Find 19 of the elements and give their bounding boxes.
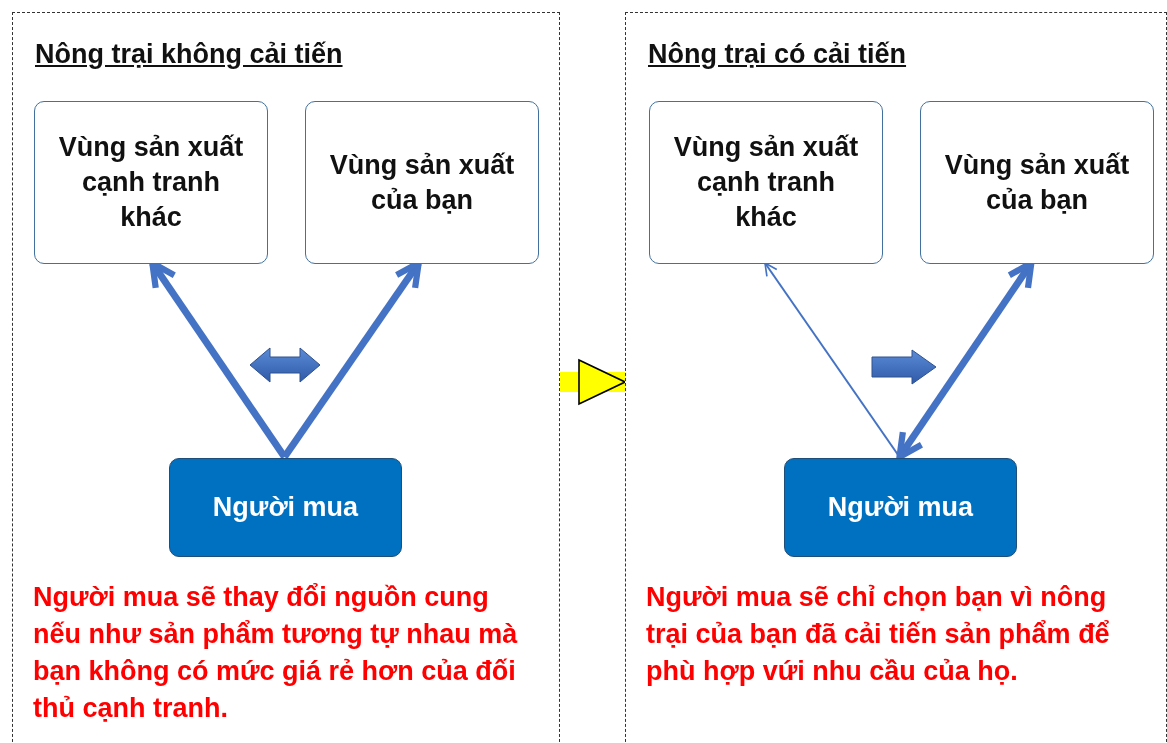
dashed-panel — [12, 12, 560, 743]
buyer-box — [169, 458, 402, 557]
box-label: Vùng sản xuất của bạn — [328, 148, 516, 217]
panel-heading: Nông trại không cải tiến — [35, 39, 343, 70]
box-label: Vùng sản xuất cạnh tranh khác — [672, 131, 860, 234]
region-box — [920, 101, 1154, 264]
box-label: Vùng sản xuất của bạn — [943, 148, 1131, 217]
block-arrow — [560, 359, 626, 405]
buyer-box — [784, 458, 1017, 557]
box-label: Vùng sản xuất cạnh tranh khác — [57, 131, 245, 234]
box-label: Người mua — [211, 491, 360, 524]
region-box — [305, 101, 539, 264]
note-text: Người mua sẽ chỉ chọn bạn vì nông trại của bạn đã cải tiến sản phẩm để phù hợp vứi nhu cầu của họ. — [646, 581, 1111, 688]
region-box — [649, 101, 883, 264]
box-label: Người mua — [826, 491, 975, 524]
panel-heading: Nông trại có cải tiến — [648, 39, 907, 70]
region-box — [34, 101, 268, 264]
note-text: Người mua sẽ thay đổi nguồn cung nếu như sản phẩm tương tự nhau mà bạn không có mức giá rẻ hơn của đối thủ cạnh tranh. — [33, 581, 519, 725]
dashed-panel — [625, 12, 1167, 743]
